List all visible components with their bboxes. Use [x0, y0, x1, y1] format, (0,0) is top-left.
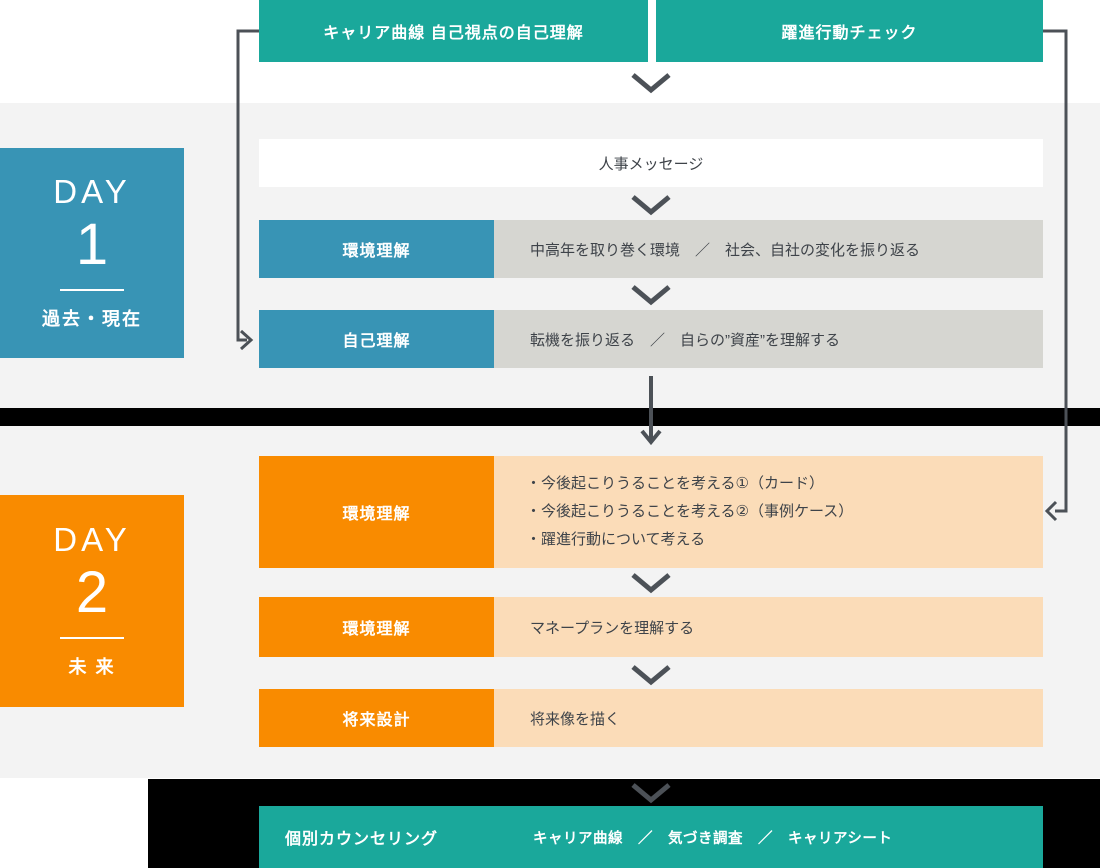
day1-row2-content-text: 転機を振り返る ／ 自らの”資産”を理解する	[530, 331, 840, 349]
day1-row1-label-text: 環境理解	[342, 243, 411, 260]
individual-counseling-label: 個別カウンセリング	[285, 831, 439, 848]
day2-row1-bullet-1: ・今後起こりうることを考える①（カード）	[526, 475, 824, 493]
individual-counseling-items: キャリア曲線 ／ 気づき調査 ／ キャリアシート	[533, 830, 893, 847]
day1-period: 過去・現在	[42, 308, 142, 329]
day1-row1-content: 中高年を取り巻く環境 ／ 社会、自社の変化を振り返る	[494, 220, 1043, 278]
day2-badge: DAY 2 未 来	[0, 495, 184, 707]
hr-message-text: 人事メッセージ	[598, 155, 704, 173]
hr-message-box: 人事メッセージ	[259, 139, 1043, 187]
action-check-button: 躍進行動チェック	[656, 0, 1043, 62]
day2-row3-content-text: 将来像を描く	[530, 710, 621, 728]
career-curve-button-label: キャリア曲線 自己視点の自己理解	[323, 25, 584, 42]
day1-divider-line	[60, 288, 124, 291]
day2-row2-label: 環境理解	[259, 597, 494, 657]
day1-row2-content: 転機を振り返る ／ 自らの”資産”を理解する	[494, 310, 1043, 368]
day2-row3-label-text: 将来設計	[342, 712, 411, 729]
individual-counseling-box: 個別カウンセリング キャリア曲線 ／ 気づき調査 ／ キャリアシート	[259, 806, 1043, 868]
divider-band	[0, 408, 1100, 426]
day2-divider-line	[60, 636, 124, 639]
day1-word: DAY	[53, 173, 131, 211]
day2-row1-bullet-2: ・今後起こりうることを考える②（事例ケース）	[526, 503, 854, 521]
chevron-down-icon	[631, 73, 671, 94]
day2-row2-content: マネープランを理解する	[494, 597, 1043, 657]
day1-number: 1	[75, 212, 109, 278]
day2-period: 未 来	[68, 656, 116, 677]
day2-row1-label-text: 環境理解	[342, 506, 411, 523]
action-check-button-label: 躍進行動チェック	[781, 25, 918, 42]
day1-row1-label: 環境理解	[259, 220, 494, 278]
career-curve-button: キャリア曲線 自己視点の自己理解	[259, 0, 648, 62]
day1-row2-label-text: 自己理解	[342, 333, 411, 350]
day1-badge: DAY 1 過去・現在	[0, 148, 184, 358]
day1-row1-content-text: 中高年を取り巻く環境 ／ 社会、自社の変化を振り返る	[530, 241, 921, 259]
day1-row2-label: 自己理解	[259, 310, 494, 368]
day2-row2-content-text: マネープランを理解する	[530, 619, 695, 637]
day2-row1-content: ・今後起こりうることを考える①（カード） ・今後起こりうることを考える②（事例ケ…	[494, 456, 1043, 568]
day2-row2-label-text: 環境理解	[342, 621, 411, 638]
day2-row3-content: 将来像を描く	[494, 689, 1043, 747]
day2-word: DAY	[53, 521, 131, 559]
day2-row3-label: 将来設計	[259, 689, 494, 747]
day2-row1-bullet-3: ・躍進行動について考える	[526, 530, 706, 548]
day2-row1-label: 環境理解	[259, 456, 494, 568]
day2-number: 2	[75, 560, 109, 626]
